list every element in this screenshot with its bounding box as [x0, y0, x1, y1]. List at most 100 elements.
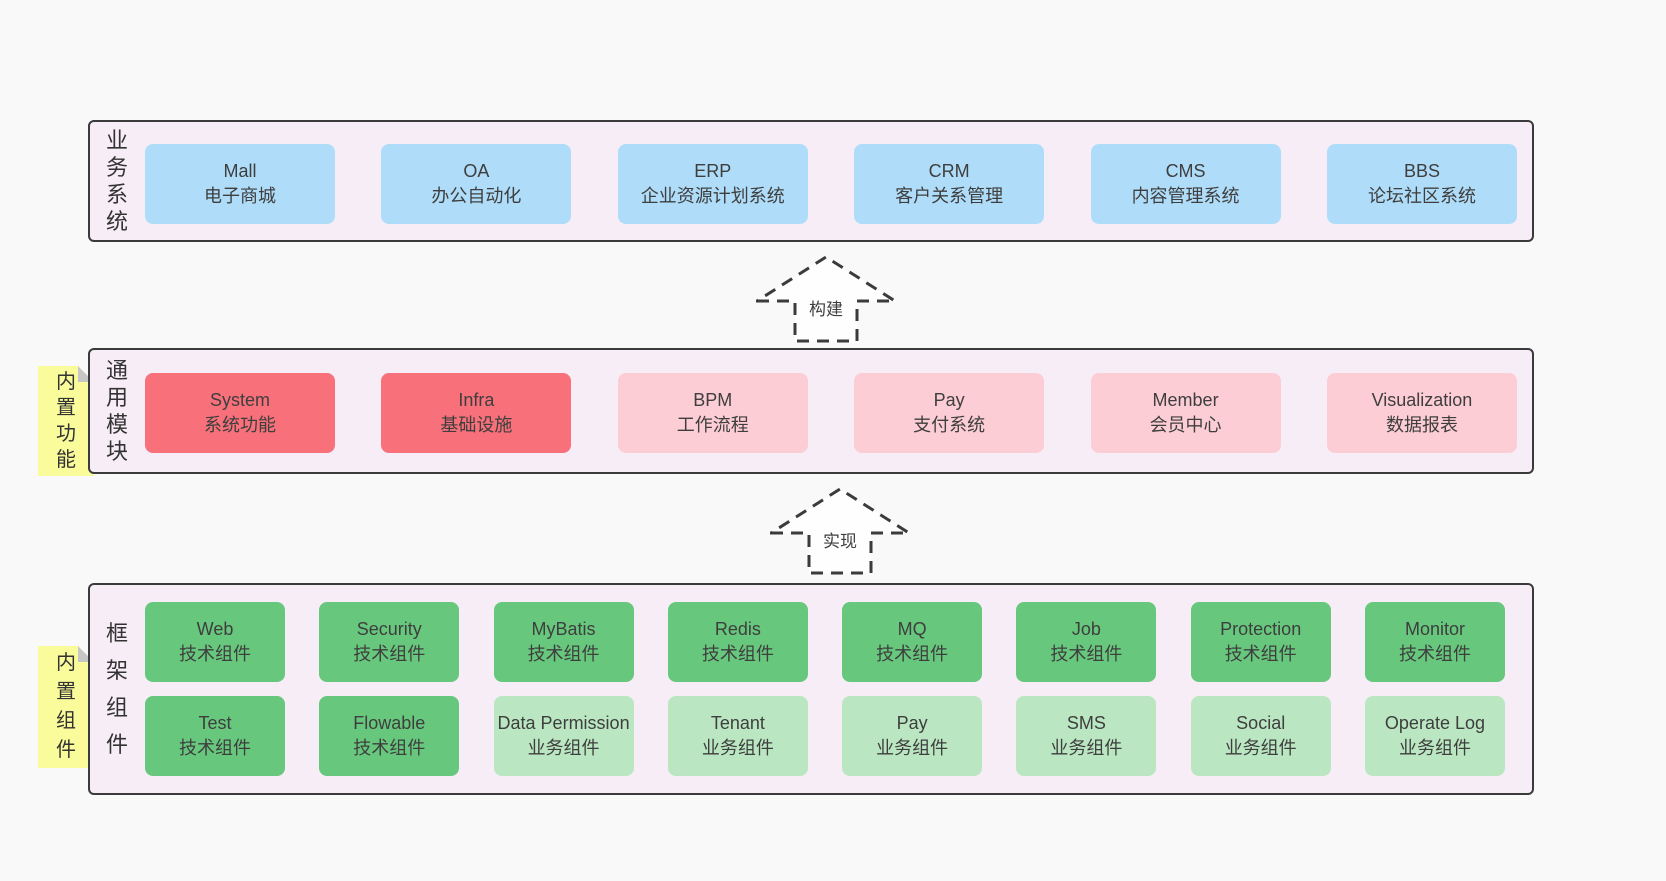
- box-subtitle: 技术组件: [179, 644, 251, 664]
- box-title: Monitor: [1404, 619, 1465, 639]
- arrow-build: 构建: [756, 255, 896, 343]
- box-subtitle: 业务组件: [876, 738, 949, 758]
- box-subtitle: 技术组件: [876, 644, 949, 664]
- box-title: Visualization: [1371, 390, 1473, 410]
- box-title: Pay: [933, 390, 965, 410]
- box-pay-component: Pay 业务组件: [842, 696, 983, 776]
- box-subtitle: 技术组件: [527, 644, 600, 664]
- box-bbs: BBS 论坛社区系统: [1326, 144, 1517, 224]
- box-subtitle: 技术组件: [701, 644, 774, 664]
- sticky-label: 内置功能: [56, 371, 76, 471]
- box-mybatis: MyBatis 技术组件: [493, 602, 634, 682]
- box-title: CMS: [1165, 161, 1206, 181]
- dashed-up-arrow-icon: [770, 487, 910, 575]
- sticky-built-in-features: 内置功能: [38, 366, 94, 476]
- framework-components-row-2: Test 技术组件 Flowable 技术组件 Data Permission …: [145, 696, 1505, 776]
- box-subtitle: 工作流程: [676, 415, 749, 435]
- common-modules-boxes: System 系统功能 Infra 基础设施 BPM 工作流程 Pay 支付系统…: [145, 373, 1517, 453]
- box-title: SMS: [1066, 713, 1106, 733]
- box-protection: Protection 技术组件: [1190, 602, 1331, 682]
- box-job: Job 技术组件: [1016, 602, 1157, 682]
- box-cms: CMS 内容管理系统: [1090, 144, 1281, 224]
- box-title: ERP: [694, 161, 732, 181]
- box-title: Social: [1236, 713, 1286, 733]
- box-erp: ERP 企业资源计划系统: [617, 144, 808, 224]
- box-test: Test 技术组件: [145, 696, 285, 776]
- box-title: Flowable: [353, 713, 426, 733]
- band-framework-components: 框架组件 Web 技术组件 Security 技术组件 MyBatis 技术组件…: [88, 583, 1534, 795]
- band-business-systems: 业务系统 Mall 电子商城 OA 办公自动化 ERP 企业资源计划系统 CRM…: [88, 120, 1534, 242]
- band-business-systems-label: 业务系统: [105, 128, 128, 234]
- box-title: OA: [463, 161, 490, 181]
- box-title: Protection: [1220, 619, 1302, 639]
- box-subtitle: 客户关系管理: [895, 186, 1004, 206]
- box-subtitle: 业务组件: [1050, 738, 1123, 758]
- box-subtitle: 业务组件: [1398, 738, 1471, 758]
- framework-components-row-1: Web 技术组件 Security 技术组件 MyBatis 技术组件 Redi…: [145, 602, 1505, 682]
- box-subtitle: 会员中心: [1149, 415, 1222, 435]
- box-security: Security 技术组件: [319, 602, 460, 682]
- box-title: Mall: [223, 161, 257, 181]
- box-subtitle: 系统功能: [204, 415, 276, 435]
- box-flowable: Flowable 技术组件: [319, 696, 460, 776]
- box-crm: CRM 客户关系管理: [854, 144, 1045, 224]
- box-title: Data Permission: [497, 713, 630, 733]
- box-bpm: BPM 工作流程: [617, 373, 808, 453]
- band-common-modules: 通用模块 System 系统功能 Infra 基础设施 BPM 工作流程 Pay…: [88, 348, 1534, 474]
- box-title: MyBatis: [531, 619, 596, 639]
- box-title: Operate Log: [1384, 713, 1485, 733]
- box-title: System: [209, 390, 270, 410]
- box-title: Tenant: [710, 713, 765, 733]
- box-subtitle: 支付系统: [913, 415, 986, 435]
- box-member: Member 会员中心: [1090, 373, 1281, 453]
- box-title: Redis: [714, 619, 761, 639]
- box-title: CRM: [928, 161, 970, 181]
- dashed-up-arrow-icon: [756, 255, 896, 343]
- box-mq: MQ 技术组件: [842, 602, 983, 682]
- box-oa: OA 办公自动化: [381, 144, 572, 224]
- box-social: Social 业务组件: [1190, 696, 1331, 776]
- band-common-modules-label: 通用模块: [105, 358, 128, 464]
- sticky-built-in-components: 内置组件: [38, 646, 94, 768]
- box-title: Infra: [458, 390, 495, 410]
- box-subtitle: 办公自动化: [431, 186, 522, 206]
- box-title: Web: [196, 619, 234, 639]
- sticky-label: 内置组件: [56, 652, 76, 761]
- box-title: Test: [198, 713, 232, 733]
- box-subtitle: 业务组件: [1224, 738, 1297, 758]
- box-visualization: Visualization 数据报表: [1326, 373, 1517, 453]
- box-subtitle: 基础设施: [440, 415, 513, 435]
- box-subtitle: 业务组件: [527, 738, 600, 758]
- box-title: BBS: [1403, 161, 1440, 181]
- arrow-implement: 实现: [770, 487, 910, 575]
- business-systems-boxes: Mall 电子商城 OA 办公自动化 ERP 企业资源计划系统 CRM 客户关系…: [145, 144, 1517, 224]
- arrow-build-label: 构建: [809, 300, 843, 319]
- box-mall: Mall 电子商城: [145, 144, 335, 224]
- box-title: Job: [1071, 619, 1101, 639]
- box-subtitle: 数据报表: [1385, 415, 1458, 435]
- box-subtitle: 电子商城: [204, 186, 276, 206]
- box-sms: SMS 业务组件: [1016, 696, 1157, 776]
- box-title: Security: [356, 619, 422, 639]
- box-title: Pay: [896, 713, 928, 733]
- box-subtitle: 内容管理系统: [1131, 186, 1240, 206]
- box-data-permission: Data Permission 业务组件: [493, 696, 634, 776]
- box-operate-log: Operate Log 业务组件: [1364, 696, 1505, 776]
- box-subtitle: 论坛社区系统: [1367, 186, 1476, 206]
- box-subtitle: 业务组件: [701, 738, 774, 758]
- box-subtitle: 技术组件: [353, 644, 426, 664]
- box-monitor: Monitor 技术组件: [1364, 602, 1505, 682]
- box-title: BPM: [693, 390, 733, 410]
- box-subtitle: 技术组件: [179, 738, 251, 758]
- box-subtitle: 企业资源计划系统: [640, 186, 785, 206]
- box-subtitle: 技术组件: [1398, 644, 1471, 664]
- box-pay-system: Pay 支付系统: [854, 373, 1045, 453]
- box-title: MQ: [897, 619, 927, 639]
- band-framework-components-label: 框架组件: [105, 621, 128, 757]
- box-title: Member: [1152, 390, 1219, 410]
- box-subtitle: 技术组件: [1050, 644, 1123, 664]
- arrow-implement-label: 实现: [823, 532, 857, 551]
- box-subtitle: 技术组件: [1224, 644, 1297, 664]
- box-web: Web 技术组件: [145, 602, 285, 682]
- framework-components-rows: Web 技术组件 Security 技术组件 MyBatis 技术组件 Redi…: [145, 602, 1505, 776]
